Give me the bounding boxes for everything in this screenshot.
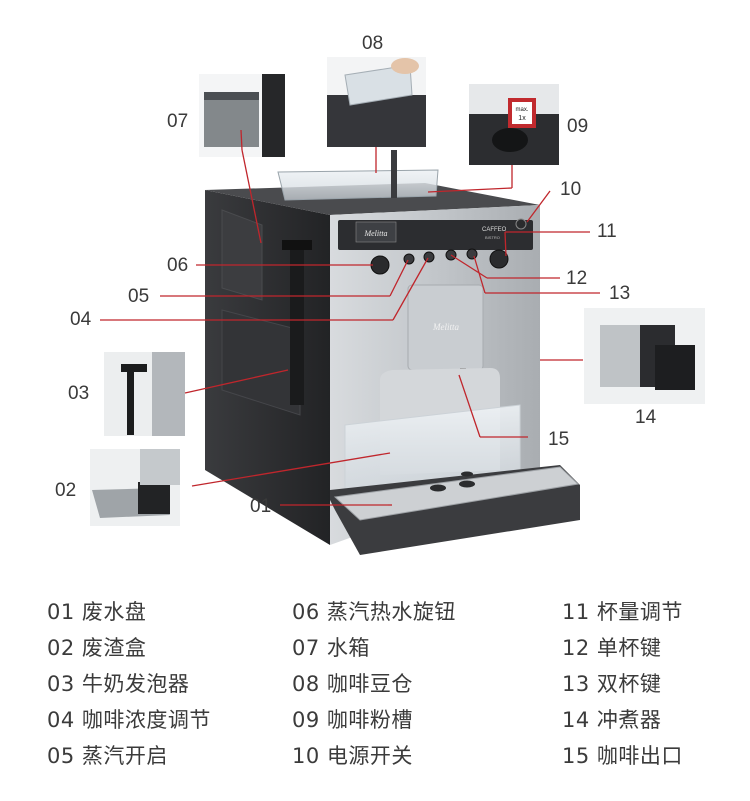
- inset-milk-frother: [104, 352, 185, 436]
- legend-item-01: 01 废水盘: [47, 600, 147, 624]
- inset-brew-unit: [584, 308, 705, 404]
- parts-legend: 01 废水盘 02 废渣盒 03 牛奶发泡器 04 咖啡浓度调节 05 蒸汽开启…: [0, 590, 750, 790]
- callout-10: 10: [560, 179, 582, 200]
- cup-volume-knob: [489, 249, 509, 269]
- legend-item-09: 09 咖啡粉槽: [292, 708, 413, 732]
- strength-button: [423, 251, 435, 263]
- chute-card-line2: 1x: [518, 115, 526, 122]
- legend-item-07: 07 水箱: [292, 636, 370, 660]
- inset-grounds-container: [90, 449, 180, 526]
- legend-item-03: 03 牛奶发泡器: [47, 672, 190, 696]
- brand-logo: Melitta: [363, 229, 387, 238]
- callout-03: 03: [68, 383, 90, 404]
- coffee-machine: Melitta CAFFEO BISTRO Melitta: [205, 150, 580, 555]
- inset-ground-chute: max. 1x: [469, 84, 559, 165]
- callout-07: 07: [167, 111, 189, 132]
- legend-item-02: 02 废渣盒: [47, 636, 147, 660]
- callout-05: 05: [128, 286, 150, 307]
- chute-card-line1: max.: [515, 107, 528, 113]
- bean-hopper: [277, 169, 439, 201]
- callout-14: 14: [635, 407, 657, 428]
- callout-06: 06: [167, 255, 189, 276]
- steam-knob: [370, 255, 390, 275]
- legend-item-11: 11 杯量调节: [562, 600, 683, 624]
- callout-12: 12: [566, 268, 588, 289]
- callout-01: 01: [250, 496, 272, 517]
- legend-item-04: 04 咖啡浓度调节: [47, 708, 211, 732]
- machine-diagram: Melitta CAFFEO BISTRO Melitta: [90, 57, 705, 555]
- callout-08: 08: [362, 33, 384, 54]
- milk-frother-wand: [290, 245, 304, 405]
- svg-text:Melitta: Melitta: [432, 322, 459, 332]
- legend-item-08: 08 咖啡豆仓: [292, 672, 413, 696]
- double-cup-button: [466, 248, 478, 260]
- callout-13: 13: [609, 283, 631, 304]
- callout-02: 02: [55, 480, 77, 501]
- callout-15: 15: [548, 429, 570, 450]
- legend-item-06: 06 蒸汽热水旋钮: [292, 600, 456, 624]
- power-button: [515, 218, 527, 230]
- legend-item-05: 05 蒸汽开启: [47, 744, 168, 768]
- steam-button: [403, 253, 415, 265]
- model-subname: BISTRO: [485, 235, 500, 240]
- legend-item-10: 10 电源开关: [292, 744, 413, 768]
- leader-lines: [100, 129, 600, 506]
- legend-item-14: 14 冲煮器: [562, 708, 662, 732]
- legend-item-12: 12 单杯键: [562, 636, 662, 660]
- callout-04: 04: [70, 309, 92, 330]
- legend-item-13: 13 双杯键: [562, 672, 662, 696]
- callout-11: 11: [597, 221, 617, 242]
- callout-09: 09: [567, 116, 589, 137]
- inset-bean-hopper: [327, 57, 426, 147]
- model-name: CAFFEO: [482, 227, 507, 233]
- legend-item-15: 15 咖啡出口: [562, 744, 683, 768]
